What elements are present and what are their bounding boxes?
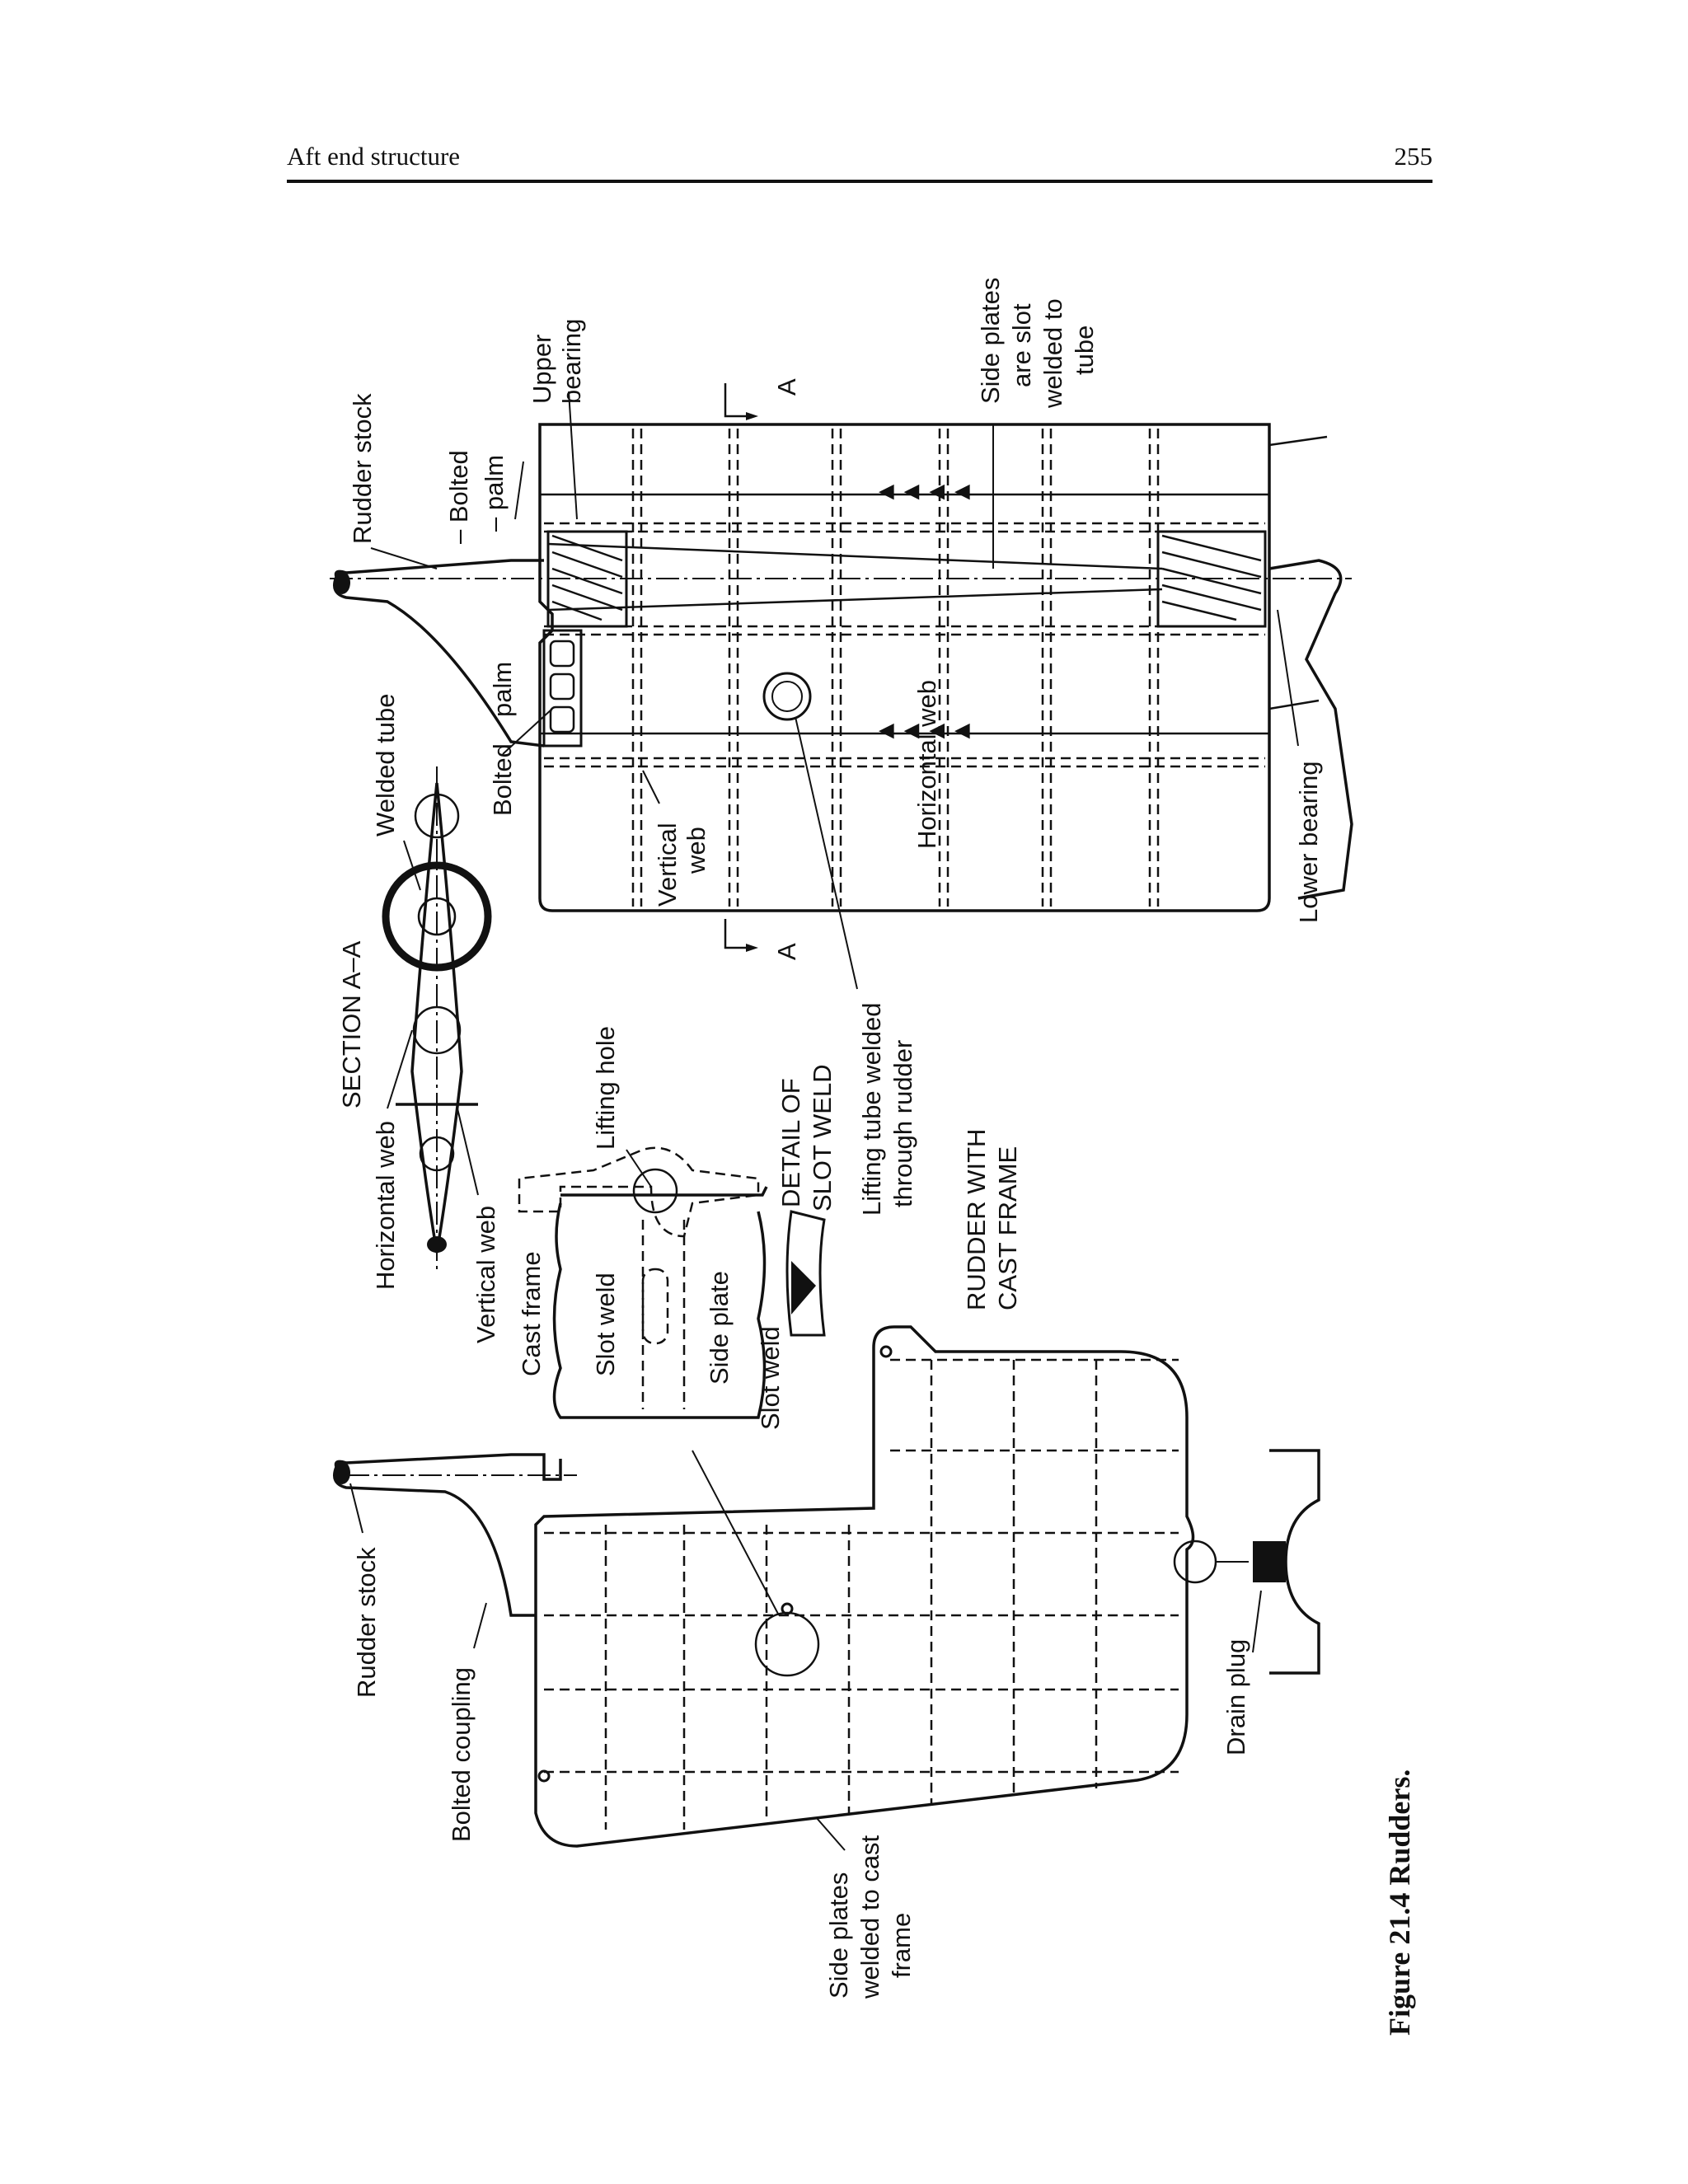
label-vertical-web-2: web	[682, 827, 710, 874]
label-side-plates-slot-3: welded to	[1039, 298, 1067, 409]
label-side-plates-cast-3: frame	[887, 1913, 916, 1978]
label-bolted-palm-lower-2: palm	[488, 662, 517, 717]
label-side-plates-slot-4: tube	[1070, 326, 1099, 375]
label-rudder-stock-bottom: Rudder stock	[352, 1547, 381, 1698]
label-rudder-cast-frame-1: RUDDER WITH	[962, 1129, 991, 1310]
rudder-lower-drawing	[333, 1325, 1320, 1848]
vertical-webs	[631, 429, 1160, 907]
label-section-a-top: A	[772, 378, 801, 396]
label-bolted-coupling: Bolted coupling	[447, 1667, 476, 1842]
label-horizontal-web-main: Horizontal web	[912, 680, 941, 849]
running-header: Aft end structure 255	[287, 138, 1432, 181]
horizontal-webs	[544, 522, 1265, 768]
label-welded-tube: Welded tube	[371, 694, 400, 837]
label-side-plates-cast-2: welded to cast	[856, 1835, 884, 1999]
svg-text:◄◄◄◄: ◄◄◄◄	[874, 715, 975, 744]
label-slot-weld-a: Slot weld	[591, 1272, 620, 1376]
label-side-plates-slot-2: are slot	[1007, 303, 1036, 387]
label-section-a-bottom: A	[772, 943, 801, 960]
rudder-upper-drawing: ◄◄◄◄ ◄◄◄◄	[330, 383, 1353, 952]
label-section-aa: SECTION A–A	[337, 940, 366, 1108]
rotated-labels: Rudder stock – Bolted – palm Upper beari…	[337, 278, 1416, 2036]
leader-lines	[349, 391, 1299, 1851]
page-number: 255	[1394, 142, 1433, 171]
label-detail-slot-weld-2: SLOT WELD	[808, 1064, 837, 1212]
label-vertical-web-section: Vertical web	[471, 1206, 500, 1343]
label-detail-slot-weld-1: DETAIL OF	[776, 1078, 805, 1207]
svg-text:◄◄◄◄: ◄◄◄◄	[874, 476, 975, 505]
label-bolted-palm-lower-1: Bolted	[488, 743, 517, 816]
label-lifting-tube-2: through rudder	[889, 1040, 917, 1207]
label-horizontal-web-section: Horizontal web	[371, 1121, 400, 1290]
label-lifting-tube-1: Lifting tube welded	[857, 1002, 886, 1216]
label-slot-weld-b: Slot weld	[756, 1326, 785, 1430]
slot-weld-detail	[518, 1146, 826, 1419]
label-upper-bearing-1: Upper	[528, 335, 556, 404]
label-cast-frame: Cast frame	[517, 1251, 546, 1376]
label-lower-bearing: Lower bearing	[1294, 762, 1323, 923]
figure-caption: Figure 21.4 Rudders.	[1383, 1769, 1416, 2036]
label-lifting-hole: Lifting hole	[591, 1026, 620, 1150]
label-vertical-web-1: Vertical	[653, 823, 682, 907]
label-rudder-stock-top: Rudder stock	[348, 393, 377, 544]
label-bolted-palm-upper-1: – Bolted	[444, 450, 473, 544]
label-side-plates-cast-1: Side plates	[824, 1872, 853, 1999]
label-upper-bearing-2: bearing	[557, 319, 586, 404]
label-side-plate: Side plate	[705, 1271, 734, 1385]
cast-frame-cells	[544, 1358, 1179, 1830]
label-drain-plug: Drain plug	[1221, 1639, 1250, 1755]
section-title: Aft end structure	[287, 142, 461, 171]
section-aa-drawing	[382, 766, 492, 1269]
label-bolted-palm-upper-2: – palm	[480, 455, 509, 532]
label-rudder-cast-frame-2: CAST FRAME	[993, 1146, 1022, 1310]
label-side-plates-slot-1: Side plates	[976, 278, 1005, 404]
header-rule	[287, 180, 1432, 183]
